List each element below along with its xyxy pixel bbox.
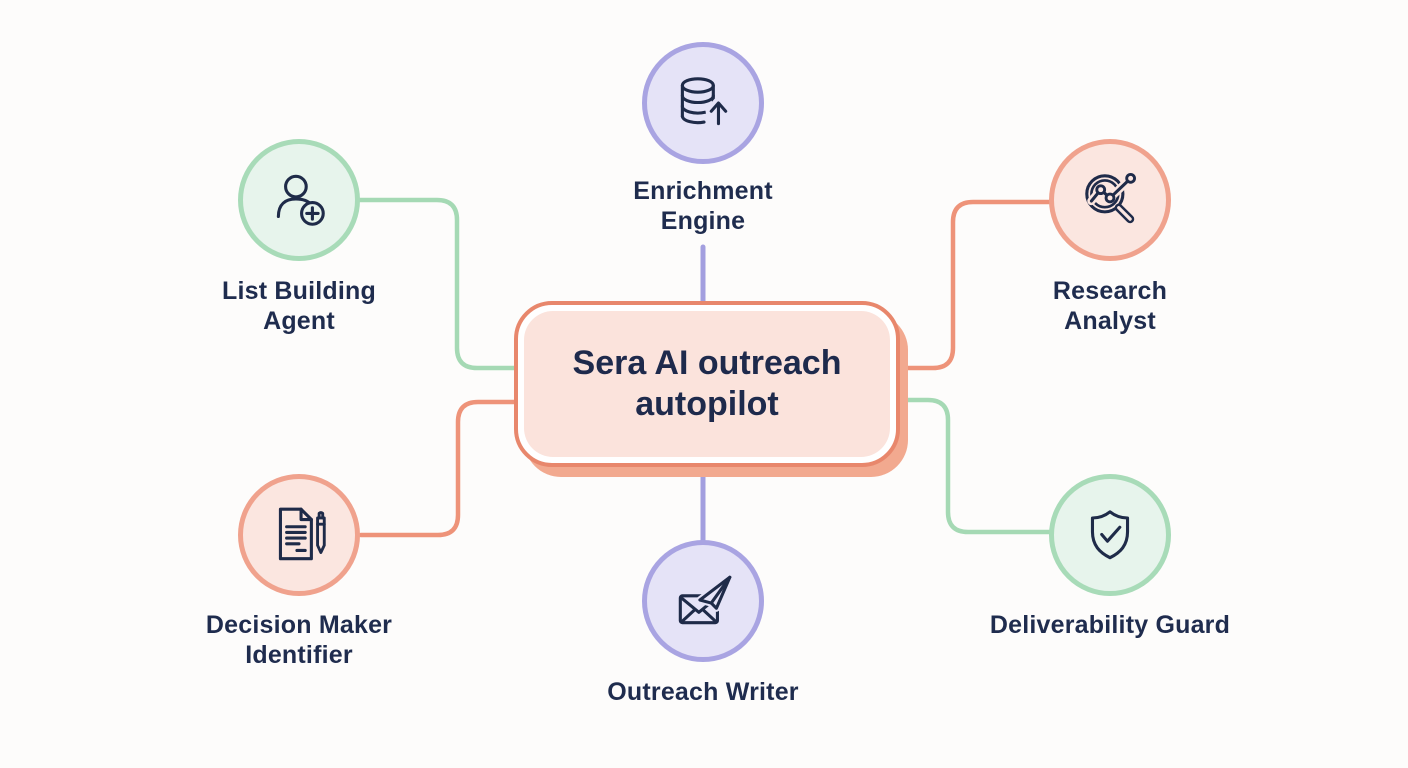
edge-decision-maker-to-center	[358, 399, 520, 538]
node-deliverability-guard	[1049, 474, 1171, 596]
magnifier-chart-icon	[1085, 172, 1136, 224]
document-pen-icon	[278, 507, 326, 561]
shield-check-icon	[1090, 510, 1130, 560]
label-decision-maker-identifier: Decision Maker Identifier	[205, 611, 393, 669]
center-node: Sera AI outreach autopilot	[514, 301, 900, 467]
label-outreach-writer: Outreach Writer	[607, 678, 799, 706]
node-decision-maker-identifier	[238, 474, 360, 596]
node-list-building-agent	[238, 139, 360, 261]
edge-list-building-to-center	[357, 197, 520, 371]
user-add-icon	[276, 174, 325, 226]
label-list-building-agent: List Building Agent	[222, 277, 376, 335]
envelope-plane-icon	[678, 573, 734, 625]
center-node-title: Sera AI outreach autopilot	[572, 344, 842, 423]
edge-center-to-deliverability	[894, 397, 1053, 535]
center-node-body: Sera AI outreach autopilot	[524, 311, 890, 457]
label-deliverability-guard: Deliverability Guard	[989, 611, 1231, 639]
node-enrichment-engine	[642, 42, 764, 164]
edge-center-to-research	[894, 199, 1053, 371]
label-research-analyst: Research Analyst	[1052, 277, 1168, 335]
label-enrichment-engine: Enrichment Engine	[633, 177, 773, 235]
node-outreach-writer	[642, 540, 764, 662]
database-upload-icon	[680, 77, 732, 130]
node-research-analyst	[1049, 139, 1171, 261]
